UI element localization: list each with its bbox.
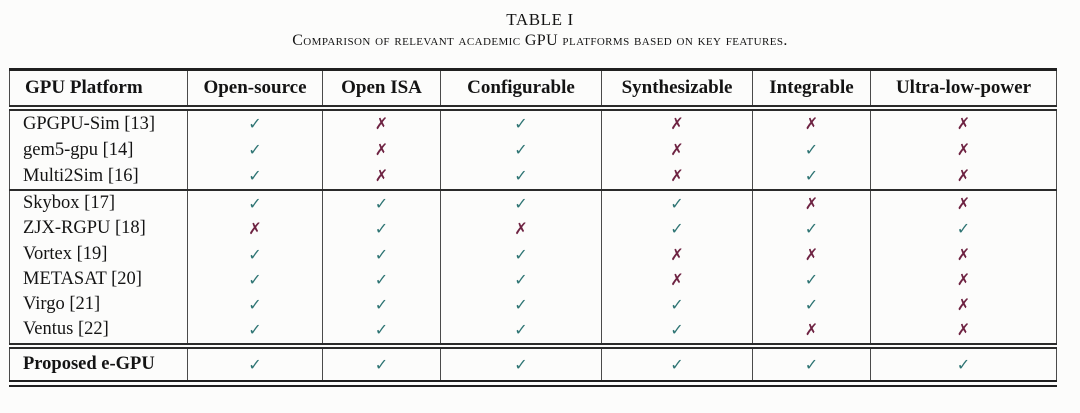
column-header-configurable: Configurable	[440, 69, 602, 108]
feature-mark	[322, 317, 441, 346]
feature-mark	[601, 292, 753, 318]
table-row: Multi2Sim [16]	[9, 163, 1057, 190]
feature-mark	[187, 190, 323, 217]
platform-name: Skybox [17]	[9, 190, 188, 217]
feature-mark	[322, 241, 441, 267]
feature-mark	[322, 108, 441, 137]
feature-mark	[440, 292, 602, 318]
feature-mark	[870, 317, 1057, 346]
platform-name: Proposed e-GPU	[9, 345, 188, 384]
table-row: Ventus [22]	[9, 317, 1057, 346]
platform-name: Multi2Sim [16]	[9, 163, 188, 190]
feature-mark	[870, 190, 1057, 217]
feature-mark	[870, 163, 1057, 190]
feature-mark	[870, 241, 1057, 267]
feature-mark	[440, 163, 602, 190]
feature-mark	[440, 216, 602, 242]
table-row: GPGPU-Sim [13]	[9, 108, 1057, 137]
platform-name: Vortex [19]	[9, 241, 188, 267]
feature-mark	[440, 241, 602, 267]
table-row: METASAT [20]	[9, 266, 1057, 293]
feature-mark	[187, 108, 323, 137]
feature-mark	[870, 292, 1057, 318]
feature-mark	[601, 137, 753, 163]
feature-mark	[440, 266, 602, 293]
header-row: GPU Platform Open-source Open ISA Config…	[9, 69, 1057, 108]
table-title-block: TABLE I Comparison of relevant academic …	[0, 0, 1080, 50]
column-header-gpu-platform: GPU Platform	[9, 69, 188, 108]
table-caption: Comparison of relevant academic GPU plat…	[292, 32, 788, 49]
feature-mark	[601, 317, 753, 346]
feature-mark	[322, 292, 441, 318]
table-number: TABLE I	[506, 10, 574, 29]
feature-mark	[187, 345, 323, 384]
platform-name: ZJX-RGPU [18]	[9, 216, 188, 242]
feature-mark	[322, 163, 441, 190]
feature-mark	[752, 137, 871, 163]
feature-mark	[870, 345, 1057, 384]
table-row: Virgo [21]	[9, 292, 1057, 318]
feature-mark	[752, 317, 871, 346]
feature-mark	[322, 190, 441, 217]
gpu-comparison-table: GPU Platform Open-source Open ISA Config…	[9, 68, 1057, 387]
feature-mark	[440, 345, 602, 384]
platform-name: Virgo [21]	[9, 292, 188, 318]
feature-mark	[322, 266, 441, 293]
feature-mark	[440, 190, 602, 217]
feature-mark	[752, 292, 871, 318]
column-header-synthesizable: Synthesizable	[601, 69, 753, 108]
feature-mark	[187, 163, 323, 190]
table-row: Skybox [17]	[9, 190, 1057, 217]
column-header-integrable: Integrable	[752, 69, 871, 108]
platform-name: METASAT [20]	[9, 266, 188, 293]
feature-mark	[870, 108, 1057, 137]
table-row: Vortex [19]	[9, 241, 1057, 267]
feature-mark	[870, 216, 1057, 242]
column-header-open-isa: Open ISA	[322, 69, 441, 108]
feature-mark	[322, 137, 441, 163]
feature-mark	[752, 216, 871, 242]
simulator-group: GPGPU-Sim [13] gem5-gpu [14] Multi2Sim […	[9, 108, 1057, 190]
rtl-platform-group: Skybox [17] ZJX-RGPU [18] Vortex [19]	[9, 190, 1057, 346]
feature-mark	[187, 216, 323, 242]
feature-mark	[187, 266, 323, 293]
feature-mark	[752, 266, 871, 293]
table-row: gem5-gpu [14]	[9, 137, 1057, 163]
feature-mark	[601, 190, 753, 217]
feature-mark	[440, 317, 602, 346]
feature-mark	[752, 241, 871, 267]
feature-mark	[601, 241, 753, 267]
feature-mark	[870, 266, 1057, 293]
feature-mark	[601, 108, 753, 137]
feature-mark	[187, 317, 323, 346]
table-row: ZJX-RGPU [18]	[9, 216, 1057, 242]
feature-mark	[601, 163, 753, 190]
platform-name: Ventus [22]	[9, 317, 188, 346]
feature-mark	[187, 292, 323, 318]
feature-mark	[440, 108, 602, 137]
feature-mark	[322, 216, 441, 242]
feature-mark	[322, 345, 441, 384]
platform-name: GPGPU-Sim [13]	[9, 108, 188, 137]
feature-mark	[870, 137, 1057, 163]
feature-mark	[440, 137, 602, 163]
feature-mark	[601, 266, 753, 293]
platform-name: gem5-gpu [14]	[9, 137, 188, 163]
feature-mark	[752, 108, 871, 137]
feature-mark	[752, 190, 871, 217]
feature-mark	[601, 216, 753, 242]
proposed-group: Proposed e-GPU	[9, 345, 1057, 384]
feature-mark	[187, 137, 323, 163]
column-header-ultra-low-power: Ultra-low-power	[870, 69, 1057, 108]
table-row-proposed: Proposed e-GPU	[9, 345, 1057, 384]
feature-mark	[752, 163, 871, 190]
feature-mark	[752, 345, 871, 384]
feature-mark	[601, 345, 753, 384]
feature-mark	[187, 241, 323, 267]
column-header-open-source: Open-source	[187, 69, 323, 108]
